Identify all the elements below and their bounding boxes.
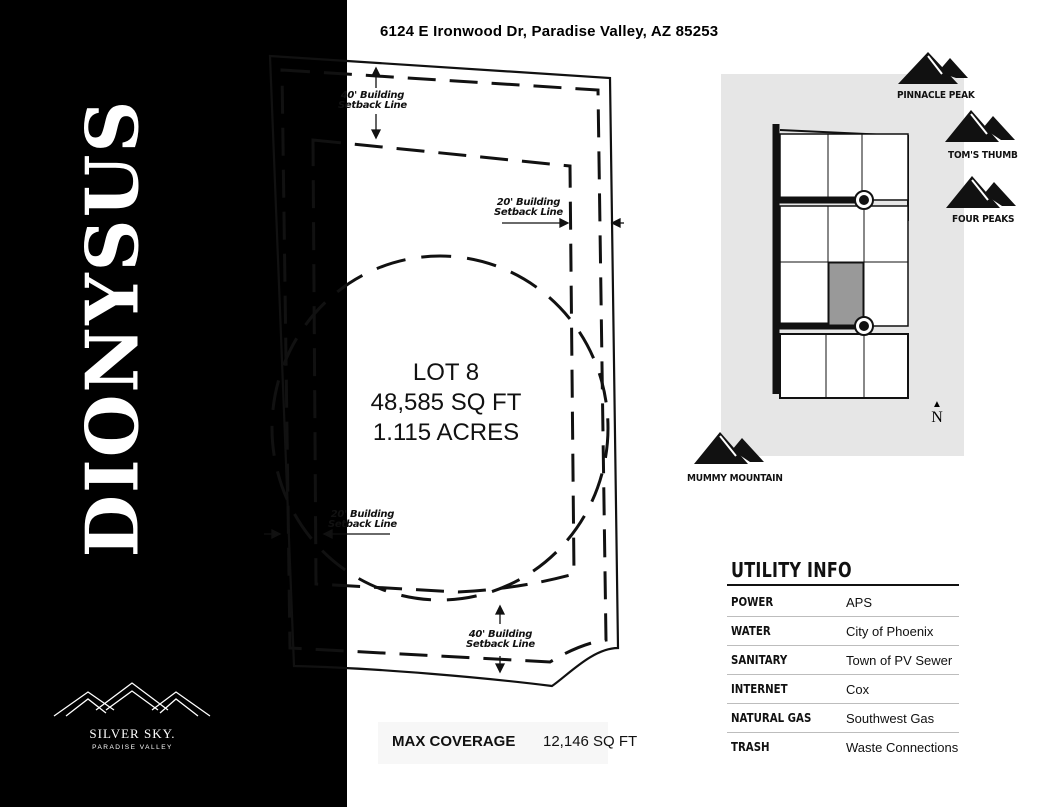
left-brand-panel	[0, 0, 347, 807]
mountain-label-four-peaks: FOUR PEAKS	[952, 214, 1015, 225]
outer-setback-line	[280, 68, 608, 664]
building-envelope-circle	[270, 254, 610, 602]
north-arrow-icon: ▲	[932, 399, 942, 410]
setback-label-right: 20' Building Setback Line	[494, 197, 563, 218]
silver-sky-logo: SILVER SKY. PARADISE VALLEY	[50, 680, 215, 780]
lot-area-acres: 1.115 ACRES	[372, 419, 520, 446]
utility-value: Cox	[846, 682, 870, 697]
north-indicator: ▲ N	[929, 400, 945, 426]
utility-key: TRASH	[731, 740, 770, 754]
utility-row-sanitary: SANITARY Town of PV Sewer	[727, 646, 959, 675]
utility-key: WATER	[731, 624, 771, 638]
utility-table: POWER APS WATER City of Phoenix SANITARY…	[727, 588, 959, 761]
setback-label-top: 40' Building Setback Line	[338, 90, 407, 111]
setback-label-left: 20' Building Setback Line	[328, 509, 397, 530]
utility-row-power: POWER APS	[727, 588, 959, 617]
logo-name: SILVER SKY.	[89, 726, 176, 741]
mountain-label-pinnacle-peak: PINNACLE PEAK	[897, 90, 975, 101]
north-label: N	[931, 409, 943, 426]
utility-row-internet: INTERNET Cox	[727, 675, 959, 704]
utility-row-natural-gas: NATURAL GAS Southwest Gas	[727, 704, 959, 733]
setback-label-bottom: 40' Building Setback Line	[466, 629, 535, 650]
inner-setback-line	[311, 138, 576, 594]
lot-plot-diagram	[264, 54, 624, 688]
mountain-label-toms-thumb: TOM'S THUMB	[948, 150, 1018, 161]
mountain-icon-four-peaks	[946, 176, 1016, 208]
max-coverage-value: 12,146 SQ FT	[543, 733, 638, 750]
utility-key: INTERNET	[731, 682, 788, 696]
utility-value: Town of PV Sewer	[846, 653, 953, 668]
logo-subtitle: PARADISE VALLEY	[92, 744, 173, 751]
lot-boundary	[268, 54, 620, 688]
utility-info-title: UTILITY INFO	[731, 558, 852, 582]
utility-value: City of Phoenix	[846, 624, 934, 639]
mountain-icon-mummy-mountain	[694, 432, 764, 464]
utility-row-trash: TRASH Waste Connections	[727, 733, 959, 761]
utility-value: Waste Connections	[846, 740, 959, 755]
lot-area-sqft: 48,585 SQ FT	[370, 389, 522, 416]
max-coverage-label: MAX COVERAGE	[392, 733, 516, 750]
mountain-icon-toms-thumb	[945, 110, 1015, 142]
utility-row-water: WATER City of Phoenix	[727, 617, 959, 646]
utility-value: APS	[846, 595, 873, 610]
lot-summary: LOT 8 48,585 SQ FT 1.115 ACRES	[346, 358, 546, 448]
mountain-outline-icon	[53, 682, 211, 717]
lot-name: LOT 8	[412, 359, 480, 386]
mountain-icon-pinnacle-peak	[898, 52, 968, 84]
highlighted-lot	[828, 262, 864, 326]
property-title: DIONYSUS	[69, 98, 155, 558]
mountain-label-mummy-mountain: MUMMY MOUNTAIN	[687, 473, 783, 484]
utility-divider	[727, 584, 959, 586]
max-coverage-box	[378, 722, 608, 764]
utility-value: Southwest Gas	[846, 711, 935, 726]
utility-key: NATURAL GAS	[731, 711, 812, 725]
utility-key: SANITARY	[731, 653, 788, 667]
utility-key: POWER	[731, 595, 774, 609]
subdivision-map-diagram	[772, 124, 909, 399]
property-address: 6124 E Ironwood Dr, Paradise Valley, AZ …	[380, 23, 719, 40]
